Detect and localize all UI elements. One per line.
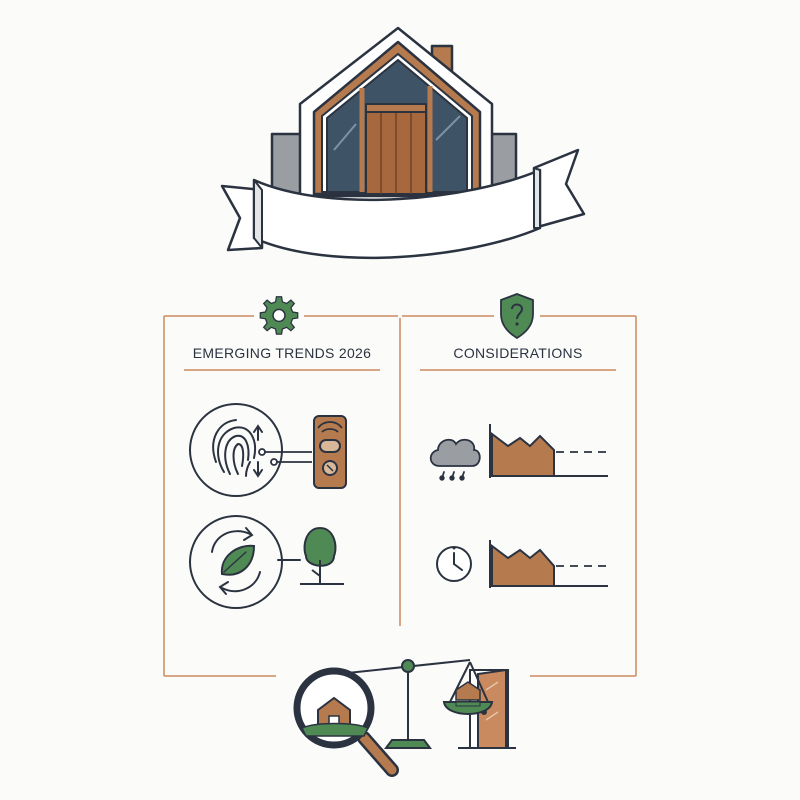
fingerprint-icon	[189, 403, 283, 497]
panel-frame	[163, 315, 637, 677]
tree-icon	[300, 526, 344, 585]
trend-chart-time	[489, 540, 608, 588]
right-panel-heading: CONSIDERATIONS	[453, 345, 583, 361]
eco-cycle-icon	[189, 515, 301, 609]
magnifier-icon	[293, 667, 399, 777]
shield-question-icon	[500, 293, 534, 340]
ribbon-banner	[220, 148, 586, 260]
rain-cloud-icon	[429, 438, 481, 481]
gear-icon	[259, 296, 299, 335]
connector-lines	[258, 448, 312, 466]
trend-chart-weather	[489, 424, 608, 478]
left-panel-heading: EMERGING TRENDS 2026	[192, 345, 372, 361]
clock-icon	[436, 546, 472, 582]
house-illustration	[270, 26, 518, 202]
smart-lock-icon	[313, 415, 347, 489]
